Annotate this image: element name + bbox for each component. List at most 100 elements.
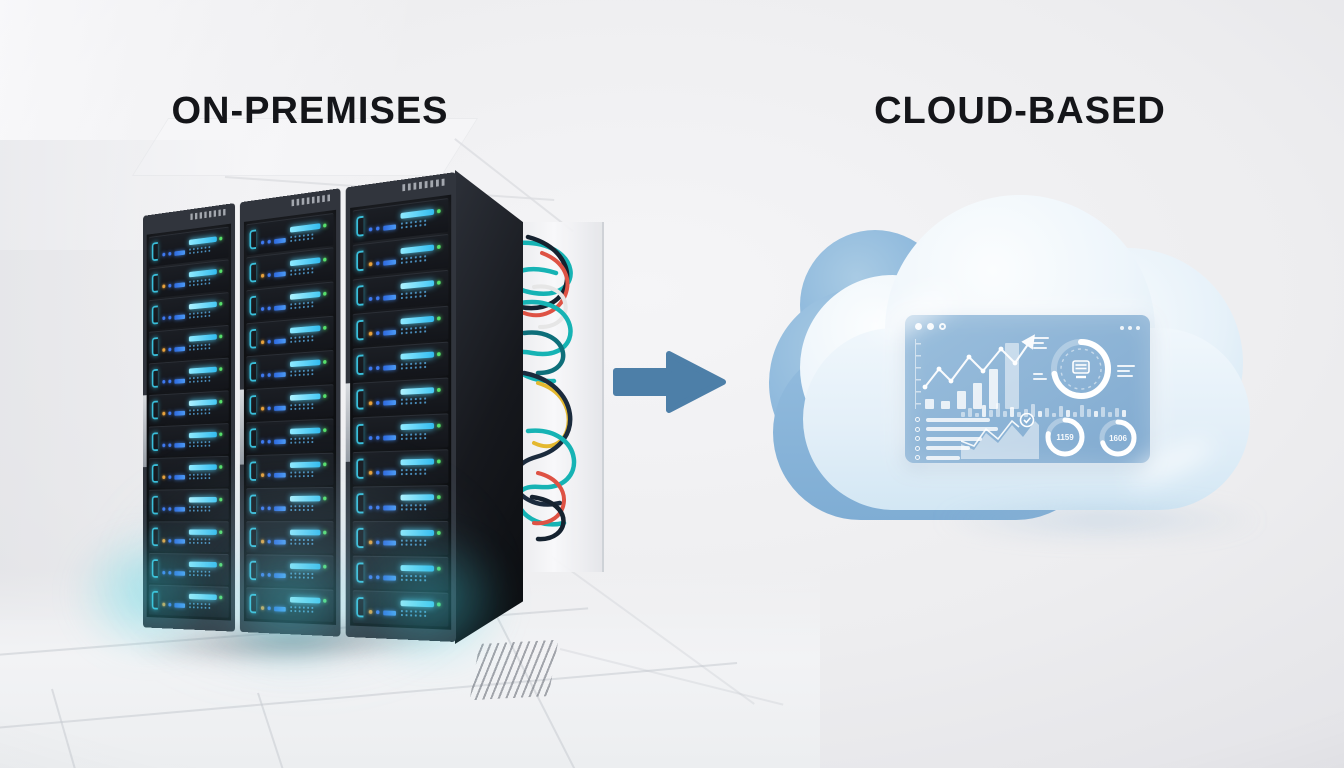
led-matrix [188,537,212,545]
green-led [323,291,327,296]
led-matrix [289,300,315,311]
green-led [219,465,223,469]
bar [989,369,998,409]
led-bar [400,244,435,255]
bullet-dot [915,445,920,451]
handle-bracket [356,354,364,376]
mini-display [383,294,396,301]
mini-display [383,223,396,231]
corner-dot [1136,326,1140,330]
blue-led [267,339,271,344]
led-matrix [399,503,428,512]
blue-led [260,373,265,378]
handle-bracket [249,295,257,316]
spark-bar [1003,411,1007,417]
led-bar [289,291,321,300]
led-bar [289,563,321,570]
blue-led [260,306,265,311]
spark-bar [1101,407,1105,417]
led-matrix [188,440,212,449]
server-unit [352,305,449,347]
server-unit [246,315,334,355]
orange-led [368,609,373,614]
gauge-arc [1051,339,1111,399]
text-marks [1117,365,1135,377]
green-led [436,352,441,357]
area-chart [960,412,1039,459]
spark-bar [1122,410,1126,417]
bullet-dot [915,436,920,441]
mini-display [383,574,396,581]
list-item [915,417,1027,422]
mini-display [174,474,186,480]
text-bar [926,455,960,460]
handle-bracket [151,590,158,610]
text-bar [926,417,990,422]
donut-label: 1606 [1109,434,1127,443]
metric-list [915,417,1027,460]
led-matrix [289,266,315,277]
blue-led [168,283,172,288]
spark-bar [1094,411,1098,417]
led-matrix [289,368,315,378]
green-led [219,269,223,274]
spark-bar [996,403,1000,417]
orange-led [162,348,166,352]
blue-led [267,473,271,477]
chart-axis [915,339,921,409]
spark-bar [1087,409,1091,417]
trend-points [922,346,1018,390]
blue-led [267,406,271,411]
spark-bar [1038,411,1042,417]
mini-display [383,364,396,371]
orange-led [368,262,373,267]
server-unit [352,413,449,451]
green-led [436,280,441,285]
led-bar [400,565,435,572]
handle-bracket [151,527,158,547]
handle-bracket [151,495,158,515]
blue-led [168,347,172,352]
led-matrix [188,277,212,288]
mini-display [383,399,396,406]
mini-display [274,438,286,444]
blue-led [368,436,373,441]
green-led [436,423,441,428]
handle-bracket [356,423,364,445]
blue-led [368,227,373,232]
rack-side-panel [455,170,523,644]
spark-bar [1031,404,1035,417]
led-bar [289,461,321,469]
server-unit [352,377,449,416]
spark-bar [1059,406,1063,417]
spark-bar [1017,412,1021,417]
led-matrix [188,245,212,256]
handle-bracket [249,362,257,382]
handle-bracket [356,597,364,618]
handle-bracket [356,562,364,583]
mini-display [174,378,186,384]
server-unit [246,452,334,487]
handle-bracket [249,262,257,283]
green-led [323,428,327,433]
blue-led [162,316,166,321]
mini-bar-chart [925,339,1033,409]
spark-bar [1073,412,1077,417]
migration-arrow-icon [612,344,728,420]
blue-led [260,572,265,577]
bar [957,391,966,409]
mini-display [274,338,286,344]
mini-display [174,281,186,288]
handle-bracket [249,328,257,349]
blue-led [168,251,172,256]
blue-led [375,296,380,301]
mini-display [174,506,186,512]
led-matrix [399,254,428,265]
green-led [323,462,327,467]
server-unit [148,455,229,489]
blue-led [375,365,380,371]
handle-bracket [151,337,158,357]
corner-dot [1128,326,1132,330]
list-item [915,445,1027,451]
blue-led [168,475,172,479]
